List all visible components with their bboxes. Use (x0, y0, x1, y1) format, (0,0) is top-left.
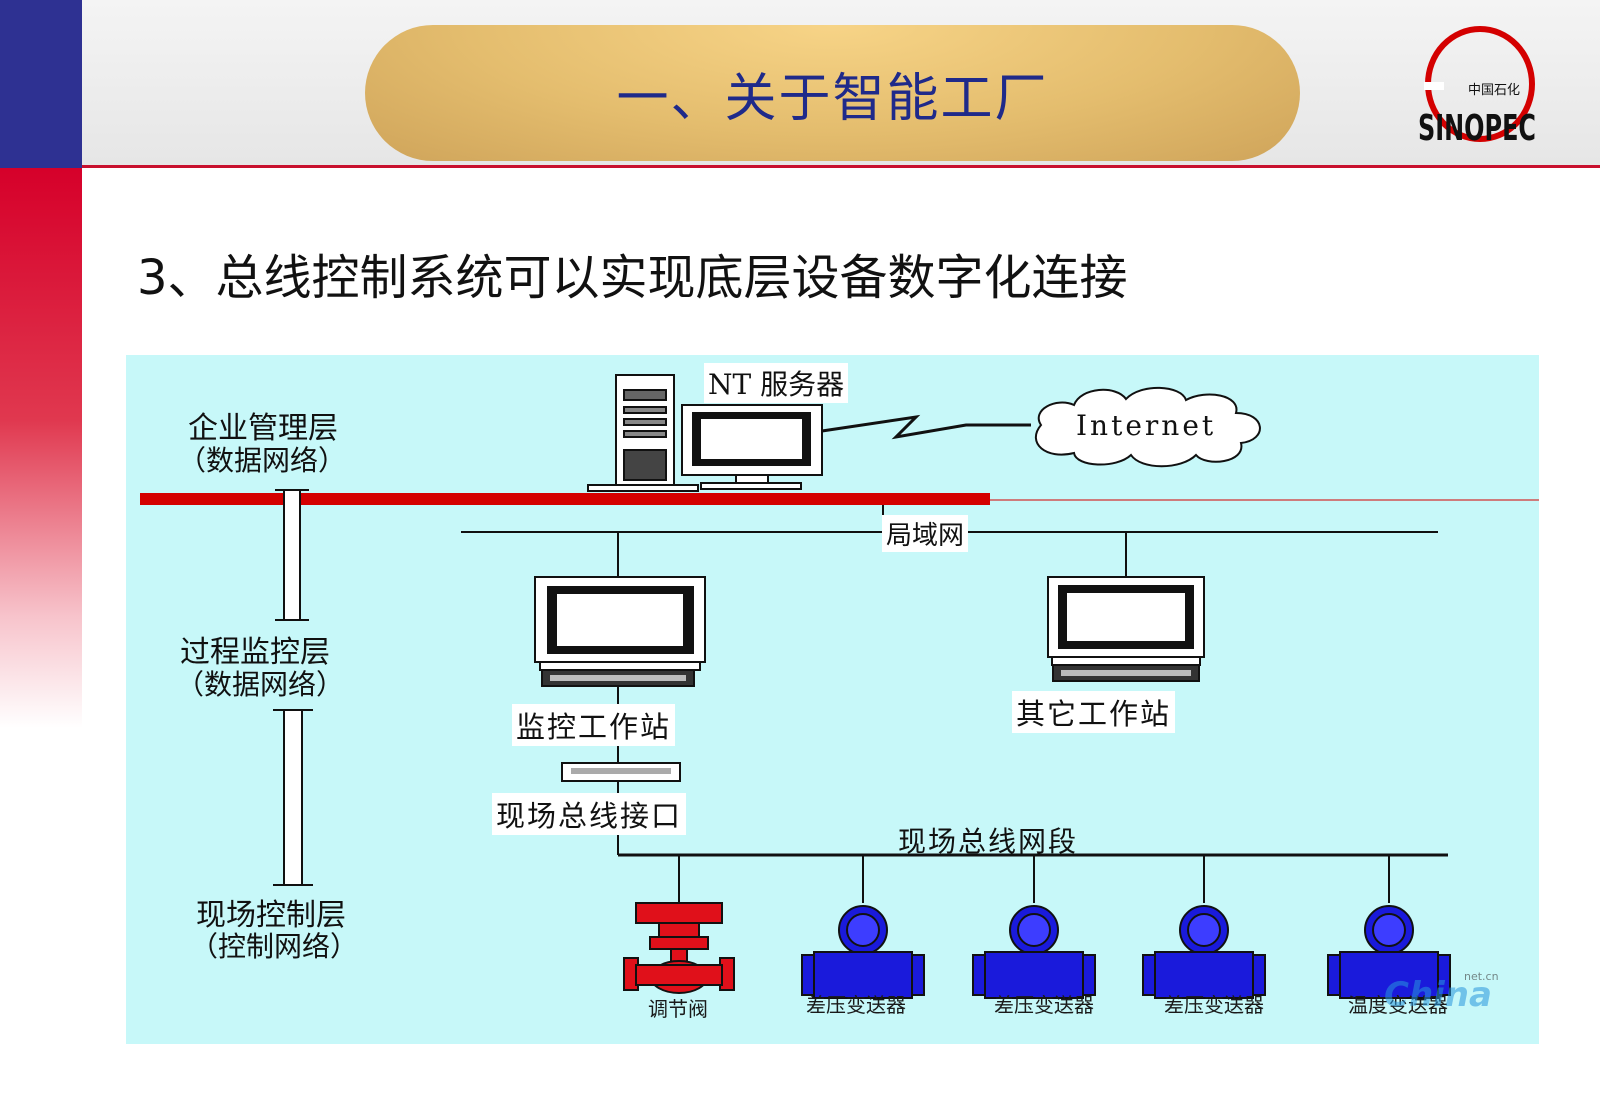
control-valve-icon (623, 902, 735, 994)
other-station-label: 其它工作站 (1012, 691, 1176, 733)
layer-enterprise-network: （数据网络） (178, 444, 347, 477)
layer-process-network: （数据网络） (176, 668, 345, 701)
arrow-enterprise-process (275, 489, 309, 621)
fieldbus-segment-label: 现场总线网段 (898, 825, 1079, 858)
internet-link (821, 414, 1031, 440)
server-label: NT 服务器 (704, 363, 849, 403)
internet-cloud (1034, 386, 1261, 468)
layer-enterprise-name: 企业管理层 (188, 411, 338, 446)
lan-label: 局域网 (882, 515, 969, 552)
transmitter-icon-4 (1327, 905, 1451, 999)
device-label-transmitter-2: 差压变送器 (994, 993, 1094, 1017)
layer-field-name: 现场控制层 (196, 898, 346, 933)
slide-subtitle: 3、总线控制系统可以实现底层设备数字化连接 (137, 250, 1128, 306)
internet-label: Internet (1076, 409, 1217, 442)
monitor-station-label: 监控工作站 (512, 704, 676, 746)
device-label-transmitter-4: 温度变送器 (1348, 993, 1448, 1017)
watermark: China (1384, 975, 1492, 1015)
enterprise-line (140, 493, 990, 505)
fieldbus-interface-box (561, 762, 681, 782)
title-banner: 一、关于智能工厂 (365, 25, 1300, 161)
network-diagram: 企业管理层 （数据网络） 过程监控层 （数据网络） 现场控制层 （控制网络） N… (126, 355, 1539, 1044)
logo-chinese-text: 中国石化 (1468, 83, 1520, 98)
side-strip-red (0, 168, 82, 728)
server-tower (587, 374, 699, 492)
layer-process-name: 过程监控层 (180, 635, 330, 670)
transmitter-icon-1 (801, 905, 925, 999)
monitor-workstation-computer (534, 576, 706, 687)
logo-brand-text: SINOPEC (1418, 108, 1536, 149)
device-label-valve: 调节阀 (648, 997, 708, 1021)
watermark-sub: net.cn (1464, 970, 1499, 983)
other-workstation-computer (1047, 576, 1205, 682)
transmitter-icon-3 (1142, 905, 1266, 999)
slide-title: 一、关于智能工厂 (616, 68, 1049, 129)
transmitter-icon-2 (972, 905, 1096, 999)
header-divider (82, 165, 1600, 168)
sinopec-logo: 中国石化 SINOPEC (1418, 22, 1548, 157)
arrow-process-field (273, 709, 313, 886)
fieldbus-interface-label: 现场总线接口 (492, 793, 687, 835)
side-strip-blue (0, 0, 82, 168)
device-label-transmitter-3: 差压变送器 (1164, 993, 1264, 1017)
layer-field-network: （控制网络） (190, 930, 359, 963)
server-monitor (681, 404, 823, 490)
device-label-transmitter-1: 差压变送器 (806, 993, 906, 1017)
